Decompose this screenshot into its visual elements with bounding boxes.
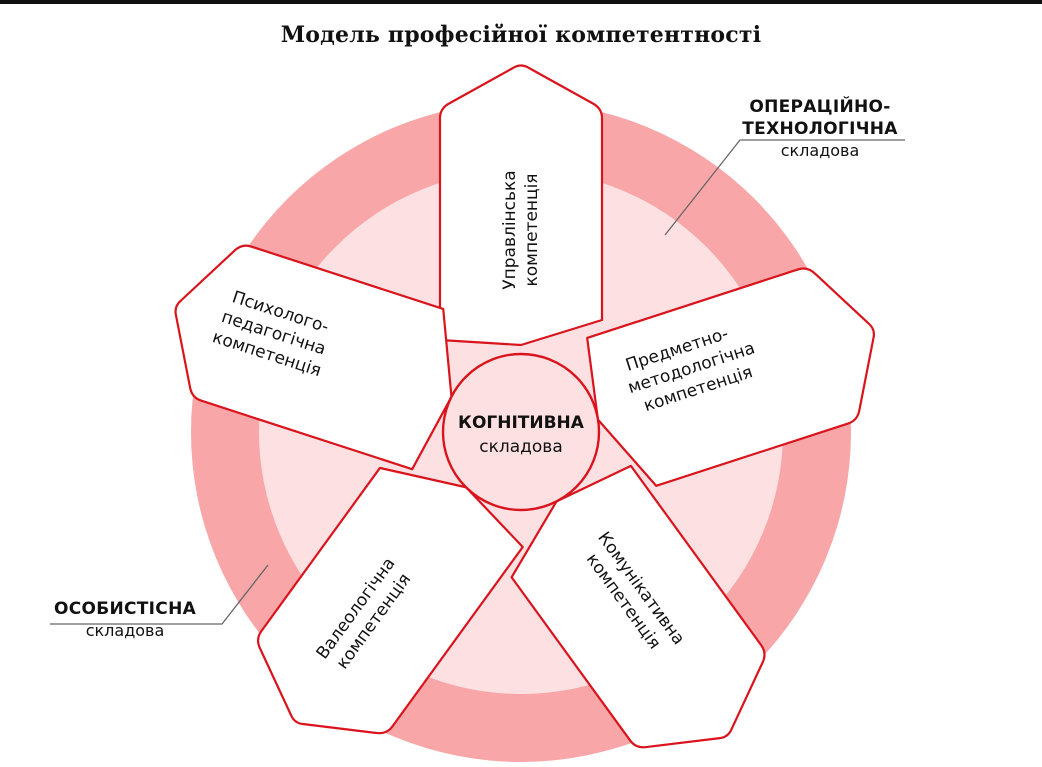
arm-management[interactable]: [438, 64, 604, 347]
callout-personal-line1: ОСОБИСТІСНА: [53, 599, 197, 619]
competence-arms: [151, 64, 898, 767]
callout-personal-line2: складова: [85, 621, 165, 640]
callout-operational-line3: складова: [780, 141, 860, 160]
callout-operational-line2: ТЕХНОЛОГІЧНА: [742, 119, 898, 139]
arm-subject-methodological[interactable]: [573, 253, 898, 497]
top-border: [0, 0, 1042, 4]
arm-valeological[interactable]: [230, 440, 531, 767]
label-management: Управлінська компетенція: [500, 170, 542, 289]
center-label-sub: складова: [479, 437, 563, 457]
operational-callout-leader: [664, 139, 905, 236]
center-label-title: КОГНІТИВНА: [458, 413, 585, 433]
svg-text:Управлінська: Управлінська: [500, 170, 520, 289]
arm-communicative[interactable]: [491, 454, 792, 767]
diagram-title: Модель професійної компетентності: [280, 22, 762, 48]
callout-operational: ОПЕРАЦІЙНО- ТЕХНОЛОГІЧНА складова: [720, 96, 920, 162]
callout-operational-line1: ОПЕРАЦІЙНО-: [749, 97, 891, 117]
svg-text:компетенція: компетенція: [522, 173, 542, 286]
callout-personal: ОСОБИСТІСНА складова: [40, 598, 210, 642]
personal-callout-leader: [50, 564, 269, 625]
arm-psychological-pedagogical[interactable]: [151, 230, 476, 474]
center-circle[interactable]: [441, 352, 601, 512]
